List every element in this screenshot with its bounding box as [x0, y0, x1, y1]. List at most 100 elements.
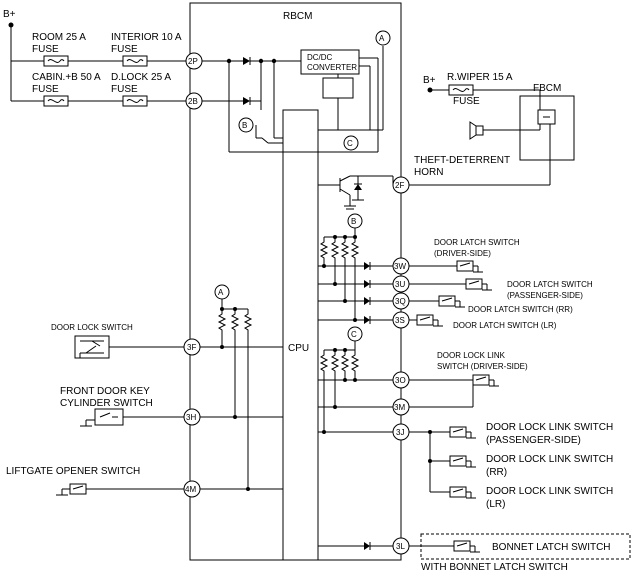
rbcm-label: RBCM	[283, 11, 312, 22]
svg-text:B: B	[351, 217, 356, 226]
svg-text:DOOR LATCH SWITCH (RR): DOOR LATCH SWITCH (RR)	[468, 305, 573, 314]
svg-text:3J: 3J	[396, 428, 404, 437]
svg-text:R.WIPER 15 A: R.WIPER 15 A	[447, 72, 513, 83]
svg-text:A: A	[218, 288, 224, 297]
diode-2b	[243, 97, 250, 105]
svg-text:4M: 4M	[185, 485, 196, 494]
svg-text:2P: 2P	[188, 57, 198, 66]
connector-2b: 2B	[185, 92, 203, 110]
interior-fuse-symbol	[122, 55, 148, 67]
connector-2f: 2F	[392, 176, 410, 194]
svg-text:3M: 3M	[394, 403, 405, 412]
latch-lines	[318, 262, 393, 324]
svg-text:HORN: HORN	[414, 167, 443, 178]
room-fuse: ROOM 25 A FUSE	[32, 32, 86, 67]
link-lines	[318, 378, 393, 550]
svg-text:C: C	[347, 139, 353, 148]
svg-text:D.LOCK 25 A: D.LOCK 25 A	[111, 72, 171, 83]
svg-text:3L: 3L	[396, 542, 405, 551]
svg-text:2F: 2F	[395, 181, 404, 190]
svg-text:3Q: 3Q	[395, 297, 406, 306]
horn-driver-transistor	[318, 175, 394, 210]
liftgate-switch-icon	[69, 483, 87, 495]
connector-3s: 3S	[392, 311, 410, 329]
svg-text:FUSE: FUSE	[453, 96, 480, 107]
connector-3l: 3L	[392, 537, 410, 555]
svg-text:DOOR LOCK LINK SWITCH: DOOR LOCK LINK SWITCH	[486, 454, 613, 465]
dlock-fuse: D.LOCK 25 A FUSE	[111, 72, 171, 107]
cabin-fuse: CABIN.+B 50 A FUSE	[32, 72, 101, 107]
svg-text:CYLINDER SWITCH: CYLINDER SWITCH	[60, 398, 153, 409]
svg-text:3W: 3W	[394, 262, 406, 271]
svg-text:3H: 3H	[186, 413, 196, 422]
door-lock-link-switch-driver: DOOR LOCK LINK SWITCH (DRIVER-SIDE)	[409, 351, 528, 408]
latch-pullup-network: B	[319, 213, 363, 320]
connector-3q: 3Q	[392, 292, 410, 310]
switch-icon-passenger	[449, 426, 467, 438]
ref-a-top: A	[375, 30, 391, 46]
dlock-fuse-symbol	[122, 95, 148, 107]
switch-icon-rr	[449, 455, 467, 467]
cpu-label: CPU	[288, 343, 309, 354]
fbcm-box	[519, 95, 575, 161]
fbcm-label: FBCM	[533, 83, 561, 94]
svg-text:BONNET LATCH SWITCH: BONNET LATCH SWITCH	[492, 542, 611, 553]
svg-text:(PASSENGER-SIDE): (PASSENGER-SIDE)	[507, 291, 583, 300]
svg-text:(PASSENGER-SIDE): (PASSENGER-SIDE)	[486, 435, 581, 446]
switch-icon-lr	[449, 486, 467, 498]
svg-text:DC/DC: DC/DC	[307, 53, 333, 62]
door-latch-switch-lr: DOOR LATCH SWITCH (LR)	[409, 314, 557, 330]
connector-3u: 3U	[392, 275, 410, 293]
switch-icon	[453, 540, 471, 552]
connector-3o: 3O	[392, 371, 410, 389]
svg-text:FUSE: FUSE	[111, 84, 138, 95]
svg-text:WITH BONNET LATCH SWITCH: WITH BONNET LATCH SWITCH	[421, 562, 568, 573]
switch-icon	[416, 314, 434, 326]
svg-text:THEFT-DETERRENT: THEFT-DETERRENT	[414, 155, 510, 166]
regulator-box	[322, 77, 354, 99]
svg-text:FUSE: FUSE	[32, 84, 59, 95]
connector-3f: 3F	[183, 338, 201, 356]
theft-deterrent-horn: THEFT-DETERRENT HORN	[414, 121, 510, 178]
svg-text:SWITCH (DRIVER-SIDE): SWITCH (DRIVER-SIDE)	[437, 362, 528, 371]
svg-text:FRONT DOOR KEY: FRONT DOOR KEY	[60, 386, 150, 397]
svg-text:(DRIVER-SIDE): (DRIVER-SIDE)	[434, 249, 491, 258]
door-latch-switch-driver: DOOR LATCH SWITCH (DRIVER-SIDE)	[409, 238, 520, 273]
svg-text:LIFTGATE OPENER SWITCH: LIFTGATE OPENER SWITCH	[6, 466, 140, 477]
svg-text:3F: 3F	[187, 343, 196, 352]
rwiper-fuse-symbol	[448, 84, 474, 96]
svg-text:ROOM 25 A: ROOM 25 A	[32, 32, 86, 43]
connector-3m: 3M	[392, 398, 410, 416]
svg-text:CABIN.+B 50 A: CABIN.+B 50 A	[32, 72, 101, 83]
ref-c-upper: C	[343, 135, 359, 151]
liftgate-opener-switch: LIFTGATE OPENER SWITCH	[6, 466, 184, 496]
svg-text:3S: 3S	[395, 316, 405, 325]
door-latch-switch-passenger: DOOR LATCH SWITCH (PASSENGER-SIDE)	[409, 278, 593, 300]
svg-text:DOOR LOCK SWITCH: DOOR LOCK SWITCH	[51, 323, 133, 332]
dcdc-converter-box	[300, 49, 360, 75]
door-lock-link-switches-rear: DOOR LOCK LINK SWITCH (PASSENGER-SIDE) D…	[409, 422, 613, 510]
svg-text:C: C	[351, 330, 357, 339]
switch-icon	[472, 374, 490, 386]
door-latch-switch-rr: DOOR LATCH SWITCH (RR)	[409, 295, 573, 314]
internal-power-wiring	[202, 46, 384, 153]
power-supply-right: B+ R.WIPER 15 A FUSE	[423, 72, 540, 107]
cpu-box	[282, 109, 319, 561]
svg-text:DOOR LOCK LINK: DOOR LOCK LINK	[437, 351, 506, 360]
door-lock-switch: DOOR LOCK SWITCH	[51, 323, 184, 359]
svg-text:FUSE: FUSE	[32, 44, 59, 55]
svg-text:INTERIOR 10 A: INTERIOR 10 A	[111, 32, 182, 43]
room-fuse-symbol	[43, 55, 69, 67]
link-pullup-network: C	[319, 326, 363, 432]
input-pullup-network: A	[214, 284, 253, 489]
bplus-left-label: B+	[3, 9, 16, 20]
switch-icon	[456, 260, 474, 272]
interior-fuse: INTERIOR 10 A FUSE	[111, 32, 182, 67]
svg-text:DOOR LATCH SWITCH (LR): DOOR LATCH SWITCH (LR)	[453, 321, 557, 330]
svg-text:B: B	[242, 121, 247, 130]
svg-text:FUSE: FUSE	[111, 44, 138, 55]
connector-3j: 3J	[392, 423, 410, 441]
svg-text:DOOR LATCH SWITCH: DOOR LATCH SWITCH	[434, 238, 520, 247]
svg-text:B+: B+	[423, 75, 436, 86]
